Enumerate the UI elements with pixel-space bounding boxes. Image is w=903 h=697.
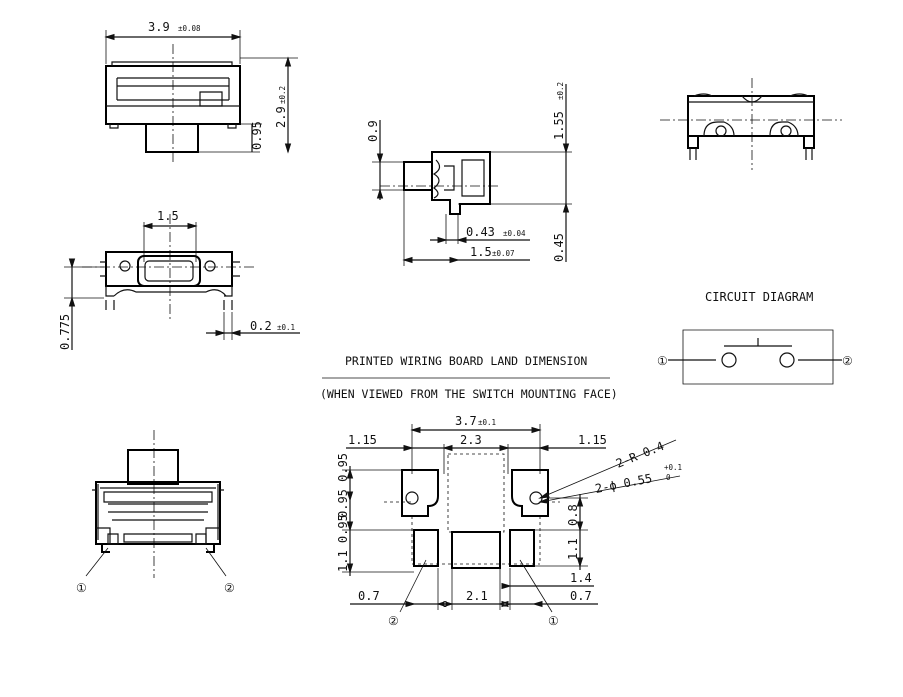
pwb-bottom-right-label: 0.7 (570, 589, 592, 603)
pwb-subtitle: (WHEN VIEWED FROM THE SWITCH MOUNTING FA… (320, 387, 618, 401)
pwb-overall-tol: ±0.1 (478, 418, 496, 427)
pwb-terminal-1-label: ① (548, 614, 559, 628)
bottom-terminal-1-label: ① (76, 581, 87, 595)
pwb-land-dimension: PRINTED WIRING BOARD LAND DIMENSION (WHE… (320, 354, 682, 628)
cross-section-view: ① ② (76, 430, 235, 595)
top-stem-label: 0.95 (250, 121, 264, 150)
front-terminal-tol: ±0.1 (277, 323, 295, 332)
pwb-bottom-mid-label: 2.1 (466, 589, 488, 603)
pwb-title: PRINTED WIRING BOARD LAND DIMENSION (345, 354, 587, 368)
pwb-radius-label: 2-R 0.4 (614, 439, 666, 471)
pwb-right-14-label: 1.4 (570, 571, 592, 585)
top-width-tol: ±0.08 (178, 24, 201, 33)
pwb-left-lower-label: 1.1 0.95 (336, 514, 350, 572)
circuit-left-terminal: ① (657, 354, 668, 368)
side-total-tol: ±0.2 (556, 82, 565, 100)
side-offset-label: 0.43 (466, 225, 495, 239)
pwb-overall-label: 3.7 (455, 414, 477, 428)
top-height-label: 2.9 (274, 106, 288, 128)
top-view: 3.9 ±0.08 2.9 ±0.2 0.95 (104, 20, 298, 165)
pwb-right-edge-label: 1.15 (578, 433, 607, 447)
front-terminal-label: 0.2 (250, 319, 272, 333)
pwb-left-vert-label: 0.95 0.95 (336, 453, 350, 518)
front-view: 1.5 0.775 0.2 ±0.1 (58, 209, 300, 350)
top-height-tol: ±0.2 (278, 86, 287, 104)
circuit-title: CIRCUIT DIAGRAM (705, 290, 813, 304)
side-length-tol: ±0.07 (492, 249, 515, 258)
pwb-hole-tol-plus: +0.1 (664, 463, 682, 472)
pwb-right-11-label: 1.1 (566, 538, 580, 560)
rear-view (660, 78, 842, 170)
pwb-left-edge-label: 1.15 (348, 433, 377, 447)
circuit-right-terminal: ② (842, 354, 853, 368)
pwb-center-label: 2.3 (460, 433, 482, 447)
side-view: 1.55 ±0.2 0.45 0.9 0.43 ±0.04 1.5 ±0.07 (366, 82, 572, 266)
side-length-label: 1.5 (470, 245, 492, 259)
circuit-diagram: CIRCUIT DIAGRAM ① ② (657, 290, 853, 385)
front-stem-width-label: 1.5 (157, 209, 179, 223)
side-offset-tol: ±0.04 (503, 229, 526, 238)
top-width-label: 3.9 (148, 20, 170, 34)
bottom-terminal-2-label: ② (224, 581, 235, 595)
side-total-label: 1.55 (552, 111, 566, 140)
pwb-hole-tol-minus: 0 (666, 473, 671, 482)
front-depth-label: 0.775 (58, 314, 72, 350)
pwb-bottom-left-label: 0.7 (358, 589, 380, 603)
pwb-right-08-label: 0.8 (566, 504, 580, 526)
pwb-hole-label: 2-ϕ 0.55 (594, 471, 653, 496)
side-base-label: 0.45 (552, 233, 566, 262)
pwb-terminal-2-label: ② (388, 614, 399, 628)
side-height-label: 0.9 (366, 120, 380, 142)
